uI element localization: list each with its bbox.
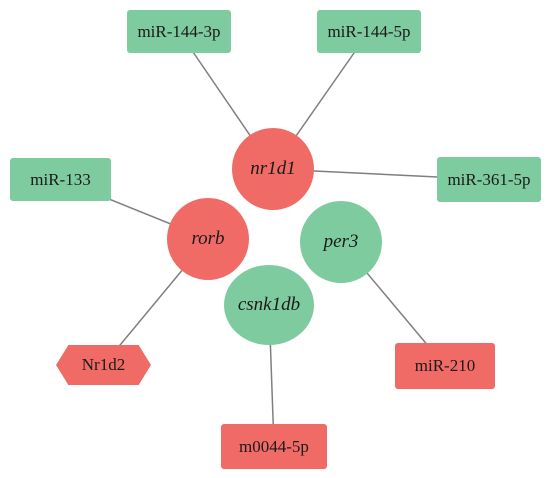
node-nr1d2[interactable]: Nr1d2 xyxy=(56,345,151,385)
node-mir-210[interactable]: miR-210 xyxy=(395,343,495,389)
node-mir-133[interactable]: miR-133 xyxy=(10,158,111,201)
node-csnk1db[interactable]: csnk1db xyxy=(224,265,314,345)
node-mir-144-5p[interactable]: miR-144-5p xyxy=(317,10,421,53)
node-m0044-5p[interactable]: m0044-5p xyxy=(221,424,327,469)
node-rorb[interactable]: rorb xyxy=(167,198,249,280)
node-mir-144-3p[interactable]: miR-144-3p xyxy=(127,10,231,53)
node-nr1d1[interactable]: nr1d1 xyxy=(232,128,314,210)
node-per3[interactable]: per3 xyxy=(300,201,382,283)
node-mir-361-5p[interactable]: miR-361-5p xyxy=(437,157,541,202)
